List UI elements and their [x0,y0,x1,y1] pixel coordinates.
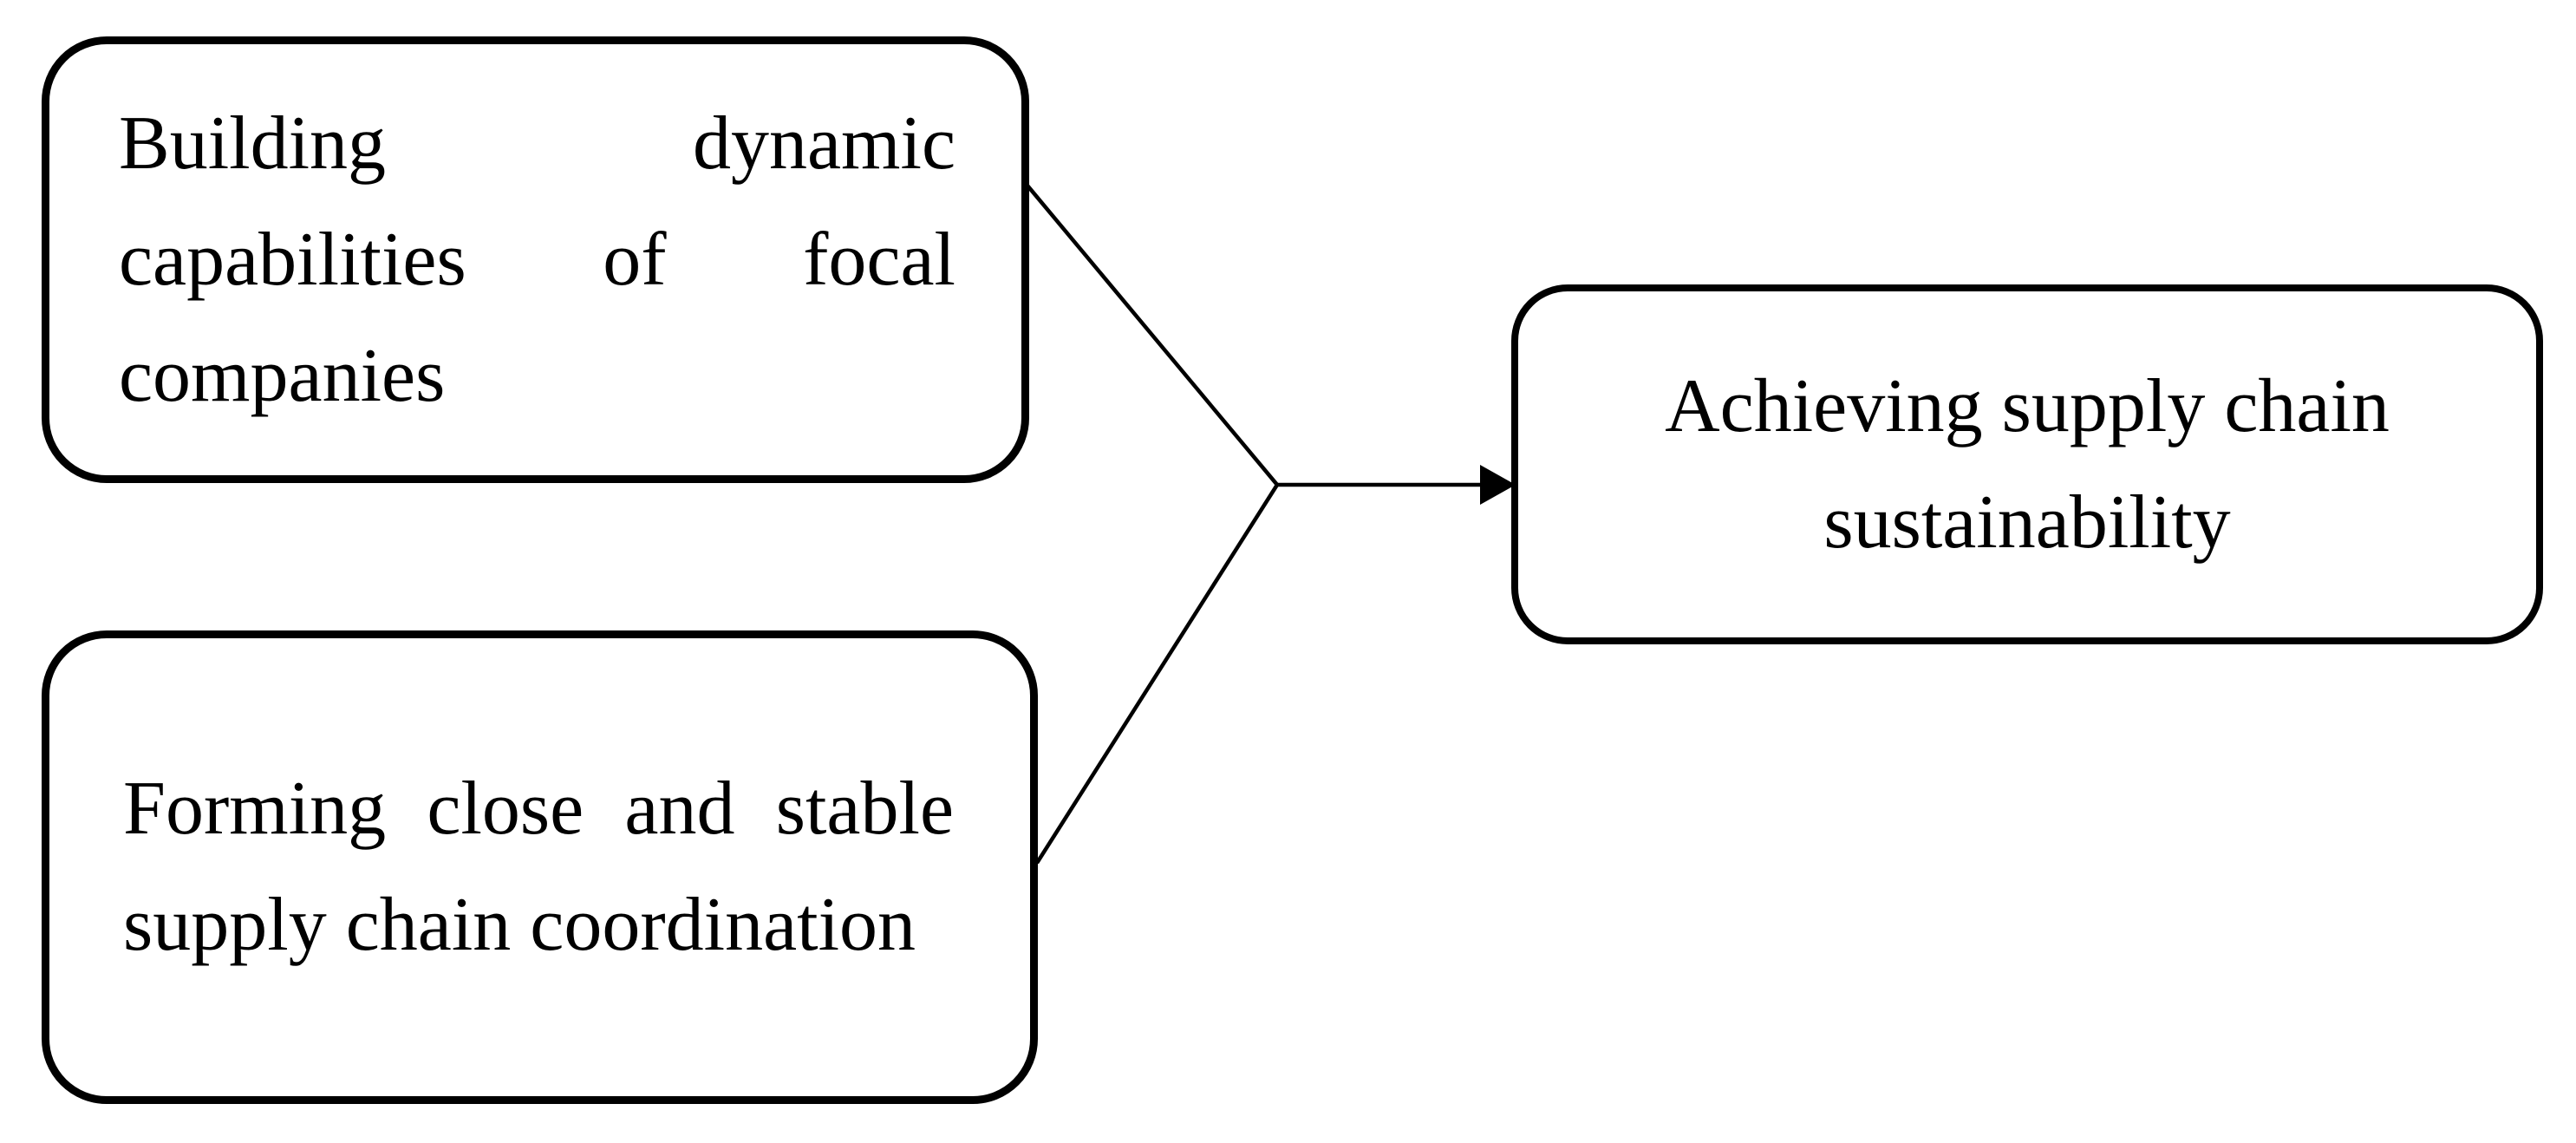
box-text-line: Achieving supply chain [1665,363,2390,448]
box-text-line: sustainability [1823,480,2231,565]
arrowhead-icon [1480,465,1516,505]
box-text-line: companies [119,333,446,418]
box-building-dynamic-capabilities: Building dynamic capabilities of focal c… [42,36,1029,483]
box-text-line: Building dynamic [119,101,955,186]
box-forming-supply-chain-coordination: Forming close and stable supply chain co… [42,630,1038,1104]
box-text-line: Forming close and stable [123,767,954,851]
connector-line-bottom [1035,483,1279,865]
connector-line-top [1026,184,1279,487]
box-text-line: supply chain coordination [123,883,916,967]
box-text-line: capabilities of focal [119,217,955,302]
box-achieving-supply-chain-sustainability: Achieving supply chain sustainability [1511,284,2543,644]
